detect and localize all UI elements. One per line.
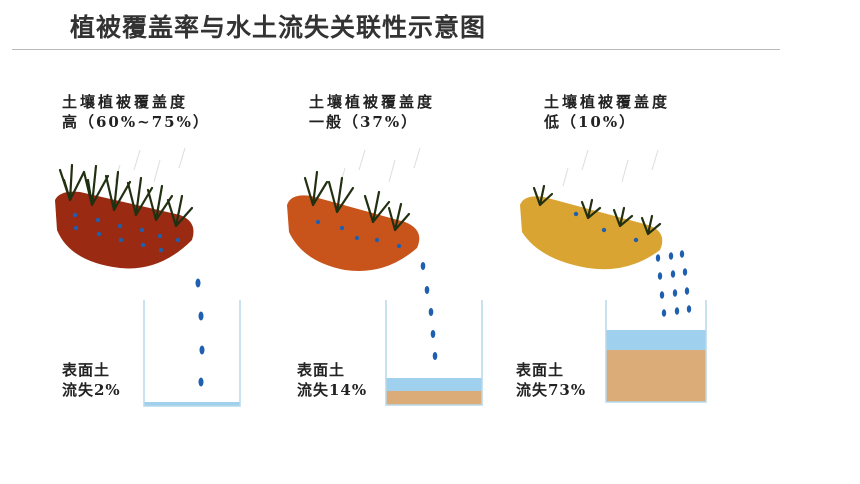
runoff-drops — [420, 262, 438, 360]
soil-slope — [520, 196, 663, 270]
soil-loss-value: 流失14% — [297, 381, 368, 399]
coverage-label: 土壤植被覆盖度 一般（37%） — [309, 92, 435, 132]
coverage-label: 土壤植被覆盖度 低（10%） — [544, 92, 670, 132]
coverage-value: 低（10%） — [544, 113, 637, 131]
soil-slope — [55, 191, 194, 269]
title-divider — [12, 49, 780, 50]
collection-beaker — [385, 300, 483, 406]
soil-loss-label: 表面土 流失14% — [297, 360, 367, 400]
panel-low-coverage: 土壤植被覆盖度 低（10%） 表面土 — [478, 0, 758, 484]
coverage-value: 高（60%~75%） — [62, 113, 210, 131]
soil-loss-label: 表面土 流失2% — [62, 360, 121, 400]
soil-loss-title: 表面土 — [62, 361, 111, 379]
grass-tufts — [303, 170, 411, 232]
coverage-label: 土壤植被覆盖度 高（60%~75%） — [62, 92, 210, 132]
soil-loss-value: 流失73% — [516, 381, 587, 399]
erosion-illustration-medium — [287, 147, 483, 406]
roots — [315, 219, 402, 249]
rain-streaks — [562, 149, 659, 187]
coverage-value: 一般（37%） — [309, 113, 419, 131]
coverage-title: 土壤植被覆盖度 — [62, 93, 189, 111]
coverage-title: 土壤植被覆盖度 — [309, 93, 436, 111]
grass-tufts — [532, 184, 662, 236]
runoff-drops — [655, 250, 692, 317]
runoff-drops — [195, 278, 205, 387]
coverage-title: 土壤植被覆盖度 — [544, 93, 671, 111]
collection-beaker — [143, 300, 241, 407]
grass-tufts — [58, 163, 194, 228]
rain-streaks — [339, 147, 421, 187]
roots — [72, 212, 181, 253]
soil-loss-value: 流失2% — [62, 381, 121, 399]
soil-loss-label: 表面土 流失73% — [516, 360, 586, 400]
panel-high-coverage: 土壤植被覆盖度 高（60%~75%） — [0, 0, 280, 484]
erosion-illustration-high — [55, 147, 241, 407]
erosion-illustration-low — [520, 149, 707, 403]
roots — [573, 211, 639, 243]
soil-slope — [287, 195, 420, 272]
soil-loss-title: 表面土 — [516, 361, 565, 379]
soil-loss-title: 表面土 — [297, 361, 346, 379]
page-title: 植被覆盖率与水土流失关联性示意图 — [70, 13, 487, 42]
rain-streaks — [114, 147, 186, 183]
collection-beaker — [605, 300, 707, 403]
panel-medium-coverage: 土壤植被覆盖度 一般（37%） 表面土 — [245, 0, 525, 484]
